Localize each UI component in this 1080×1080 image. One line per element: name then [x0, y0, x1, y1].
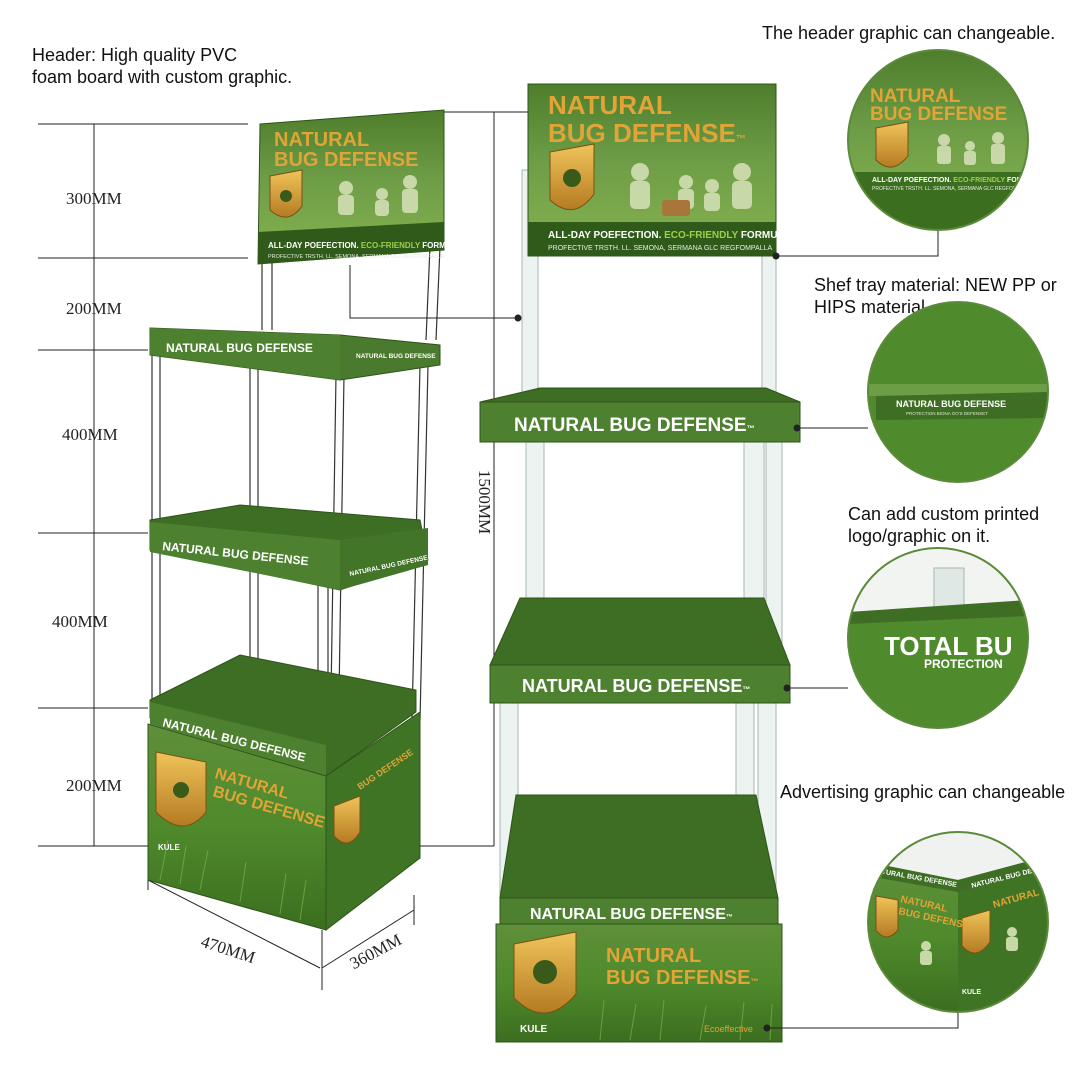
- detail2-label: NATURAL BUG DEFENSE: [896, 399, 1006, 409]
- detail3-small: PROTECTION: [924, 657, 1003, 671]
- left-display: NATURAL BUG DEFENSE ALL-DAY PОЕFECTION. …: [147, 109, 462, 932]
- detail-circle-shelf: NATURAL BUG DEFENSE PROTECTION BIONA GO'…: [867, 301, 1049, 483]
- detail1-smallprint: PROFECTIVE TRSTH. LL. SEMONA, SERMANA GL…: [872, 186, 1033, 192]
- detail-circle-header: NATURAL BUG DEFENSE ALL-DAY PОЕFECTION. …: [847, 49, 1033, 231]
- right-header-title-1: NATURAL: [548, 90, 672, 120]
- detail2-smallprint: PROTECTION BIONA GO'S DEFENSET: [906, 411, 988, 416]
- detail-circle-advertising: NATURAL BUG DEFENSE NATURAL BUG DEFENSE …: [867, 831, 1049, 1013]
- callout-shelf-material: Shef tray material: NEW PP or HIPS mater…: [814, 274, 1057, 318]
- left-header-smallprint: PROFECTIVE TRSTH. LL. SEMONA, SERMANA GL…: [268, 254, 444, 260]
- dimension-lines: [38, 111, 528, 990]
- callout-header-line1: Header: High quality PVC: [32, 45, 238, 65]
- callout-header-changeable: The header graphic can changeable.: [762, 23, 1056, 43]
- right-header-tagline: ALL-DAY PОЕFECTION. ECO-FRIENDLY FORMULA: [548, 230, 791, 241]
- right-base-tray-label: NATURAL BUG DEFENSE™: [530, 906, 733, 923]
- right-base-title-1: NATURAL: [606, 945, 701, 967]
- right-base-badge: Ecoeffective: [704, 1024, 753, 1034]
- callout-shelf-line1: Shef tray material: NEW PP or: [814, 275, 1057, 295]
- right-base-title-2: BUG DEFENSE™: [606, 967, 758, 989]
- right-header-smallprint: PROFECTIVE TRSTH. LL. SEMONA, SERMANA GL…: [548, 245, 773, 252]
- callout-logo-line1: Can add custom printed: [848, 504, 1040, 524]
- detail3-big: TOTAL BU: [884, 631, 1013, 661]
- callout-shelf-line2: HIPS material: [814, 297, 926, 317]
- detail1-title-1: NATURAL: [870, 86, 961, 107]
- callout-logo: Can add custom printed logo/graphic on i…: [848, 503, 1039, 547]
- left-base-kule: KULE: [158, 843, 180, 852]
- dim-400-upper: 400MM: [62, 425, 118, 444]
- left-header-title-1: NATURAL: [274, 129, 369, 151]
- leader-lines-left: [349, 265, 522, 322]
- callout-advertising: Advertising graphic can changeable: [780, 782, 1066, 802]
- right-header-title-2: BUG DEFENSE™: [548, 118, 746, 148]
- right-shelf1-label: NATURAL BUG DEFENSE™: [514, 415, 755, 436]
- callout-header: Header: High quality PVC foam board with…: [32, 44, 292, 88]
- left-shelf1-side: NATURAL BUG DEFENSE: [356, 353, 436, 360]
- right-base-kule: KULE: [520, 1024, 548, 1035]
- callout-header-line2: foam board with custom graphic.: [32, 67, 293, 87]
- callout-logo-line2: logo/graphic on it.: [848, 526, 991, 546]
- right-shelf2-label: NATURAL BUG DEFENSE™: [522, 676, 750, 696]
- leader-lines-right: [763, 230, 959, 1032]
- left-header-tagline: ALL-DAY PОЕFECTION. ECO-FRIENDLY FORMULA: [268, 241, 462, 250]
- detail1-title-2: BUG DEFENSE: [870, 104, 1007, 125]
- right-display: NATURAL BUG DEFENSE™ ALL-DAY PОЕFECTION.…: [479, 83, 801, 1043]
- left-header-title-2: BUG DEFENSE: [274, 149, 418, 171]
- left-shelf1-label: NATURAL BUG DEFENSE: [166, 341, 313, 355]
- detail-circle-logo: TOTAL BU PROTECTION: [847, 547, 1029, 729]
- detail4-kule: KULE: [962, 989, 981, 996]
